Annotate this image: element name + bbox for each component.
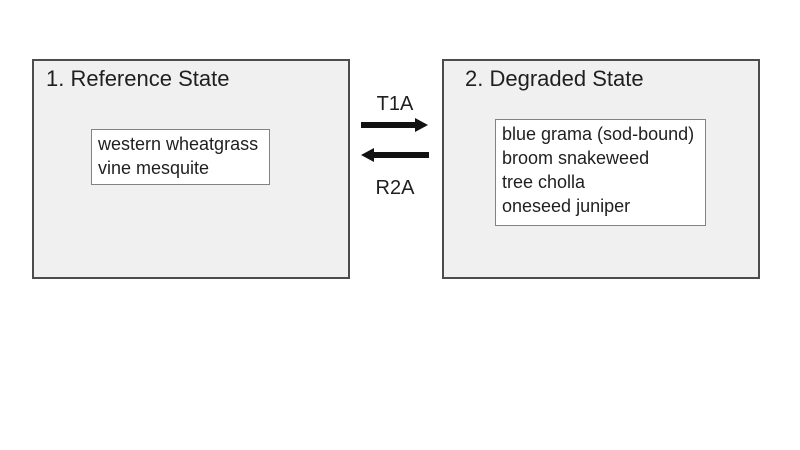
reference-state-title: 1. Reference State	[46, 66, 230, 91]
species-item: broom snakeweed	[502, 148, 650, 168]
transition-t1a-label: T1A	[376, 93, 414, 115]
species-item: blue grama (sod-bound)	[502, 124, 695, 144]
species-item: western wheatgrass	[98, 134, 259, 154]
reference-state-box: 1. Reference State western wheatgrass vin…	[32, 59, 350, 279]
left-arrow-shaft	[374, 152, 429, 158]
species-item: vine mesquite	[98, 158, 210, 178]
right-arrow-shaft	[361, 122, 416, 128]
degraded-state-box: 2. Degraded State blue grama (sod-bound)…	[442, 59, 760, 279]
degraded-state-title: 2. Degraded State	[465, 66, 644, 91]
reference-species-box: western wheatgrass vine mesquite	[91, 129, 270, 185]
transition-r2a-label: R2A	[375, 177, 415, 199]
degraded-species-box: blue grama (sod-bound) broom snakeweed tre…	[495, 119, 706, 226]
species-item: tree cholla	[502, 172, 586, 192]
left-arrow-head	[361, 147, 374, 162]
degraded-species-list: blue grama (sod-bound) broom snakeweed tre…	[502, 122, 699, 218]
reference-species-list: western wheatgrass vine mesquite	[98, 132, 263, 180]
species-item: oneseed juniper	[502, 196, 631, 216]
right-arrow-head	[415, 117, 428, 132]
